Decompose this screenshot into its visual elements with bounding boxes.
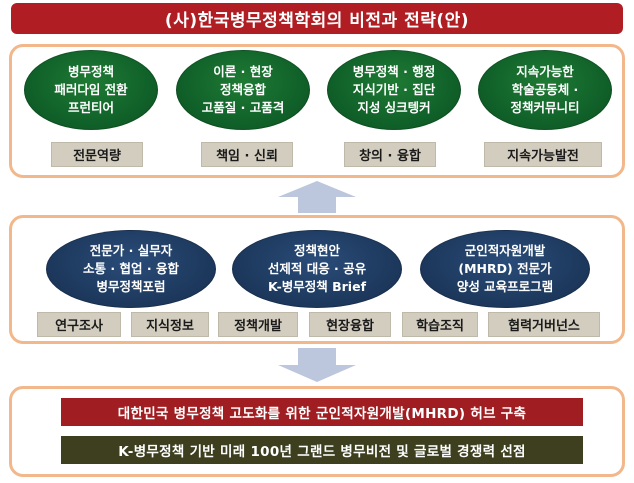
vision-banner: K-병무정책 기반 미래 100년 그랜드 병무비전 및 글로벌 경쟁력 선점: [61, 436, 583, 464]
program-circle-1: 전문가 · 실무자 소통 · 협업 · 융합 병무정책포럼: [46, 230, 216, 308]
program-circle-3: 군인적자원개발 (MHRD) 전문가 양성 교육프로그램: [420, 230, 590, 308]
vision-circle-4: 지속가능한 학술공동체 · 정책커뮤니티: [478, 50, 612, 130]
value-tag-1: 전문역량: [51, 142, 143, 167]
activity-tag-2: 지식정보: [131, 312, 209, 337]
vision-circle-2: 이론 · 현장 정책융합 고품질 · 고품격: [176, 50, 310, 130]
activity-tag-6: 협력거버넌스: [488, 312, 600, 337]
goal-banner: 대한민국 병무정책 고도화를 위한 군인적자원개발(MHRD) 허브 구축: [61, 398, 583, 426]
arrow-down-icon: [278, 348, 356, 382]
activity-tag-3: 정책개발: [218, 312, 298, 337]
value-tag-3: 창의 · 융합: [344, 142, 436, 167]
activity-tag-4: 현장융합: [309, 312, 391, 337]
page-title: (사)한국병무정책학회의 비전과 전략(안): [11, 3, 623, 34]
value-tag-4: 지속가능발전: [484, 142, 602, 167]
value-tag-2: 책임 · 신뢰: [201, 142, 293, 167]
activity-tag-1: 연구조사: [37, 312, 121, 337]
program-circle-2: 정책현안 선제적 대응 · 공유 K-병무정책 Brief: [232, 230, 402, 308]
vision-circle-1: 병무정책 패러다임 전환 프런티어: [24, 50, 158, 130]
activity-tag-5: 학습조직: [402, 312, 478, 337]
vision-circle-3: 병무정책 · 행정 지식기반 · 집단 지성 싱크텡커: [327, 50, 461, 130]
arrow-up-icon: [278, 181, 356, 213]
